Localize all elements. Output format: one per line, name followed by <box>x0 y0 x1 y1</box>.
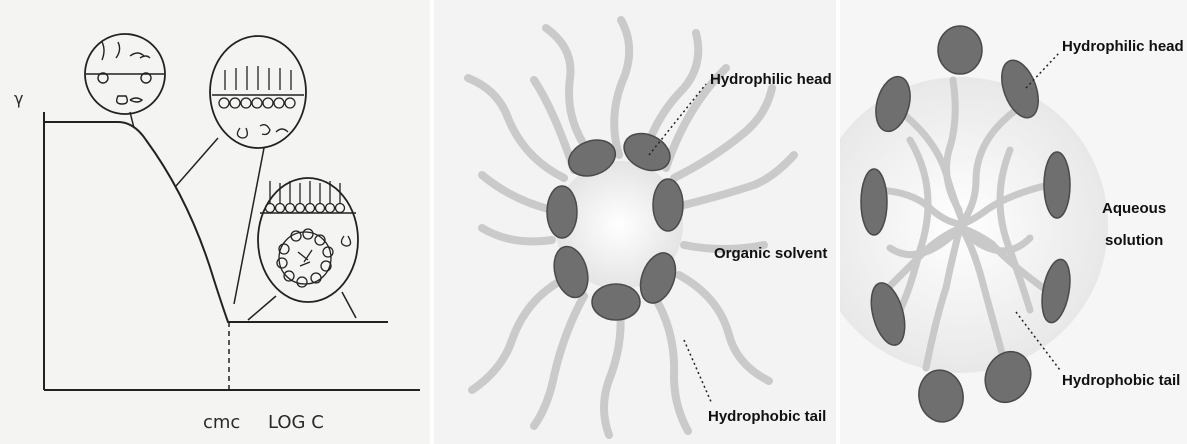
normal-micelle-diagram: Hydrophilic head Aqueous solution Hydrop… <box>840 0 1187 444</box>
hydrophilic-head-label: Hydrophilic head <box>1062 38 1184 55</box>
reverse-micelle-diagram: Hydrophilic head Organic solvent Hydroph… <box>434 0 836 444</box>
normal-micelle-panel: Hydrophilic head Aqueous solution Hydrop… <box>840 0 1187 444</box>
cmc-label: cmc <box>203 412 240 433</box>
y-axis-label: γ <box>14 89 23 108</box>
surface-tension-panel: γ cmc LOG C <box>0 0 430 444</box>
reverse-micelle-panel: Hydrophilic head Organic solvent Hydroph… <box>434 0 836 444</box>
hydrophobic-tail-label: Hydrophobic tail <box>1062 372 1180 389</box>
solution-label: solution <box>1105 232 1163 249</box>
hydrophilic-head-label: Hydrophilic head <box>710 71 832 88</box>
tail-pointer <box>684 340 712 404</box>
surface-tension-plot: γ cmc LOG C <box>0 0 430 444</box>
organic-solvent-label: Organic solvent <box>714 245 827 262</box>
aqueous-label: Aqueous <box>1102 200 1166 217</box>
bubble-dilute <box>85 34 165 128</box>
log-c-label: LOG C <box>268 412 324 433</box>
hydrophobic-tail-label: Hydrophobic tail <box>708 408 826 425</box>
bubble-micelle <box>248 178 358 320</box>
